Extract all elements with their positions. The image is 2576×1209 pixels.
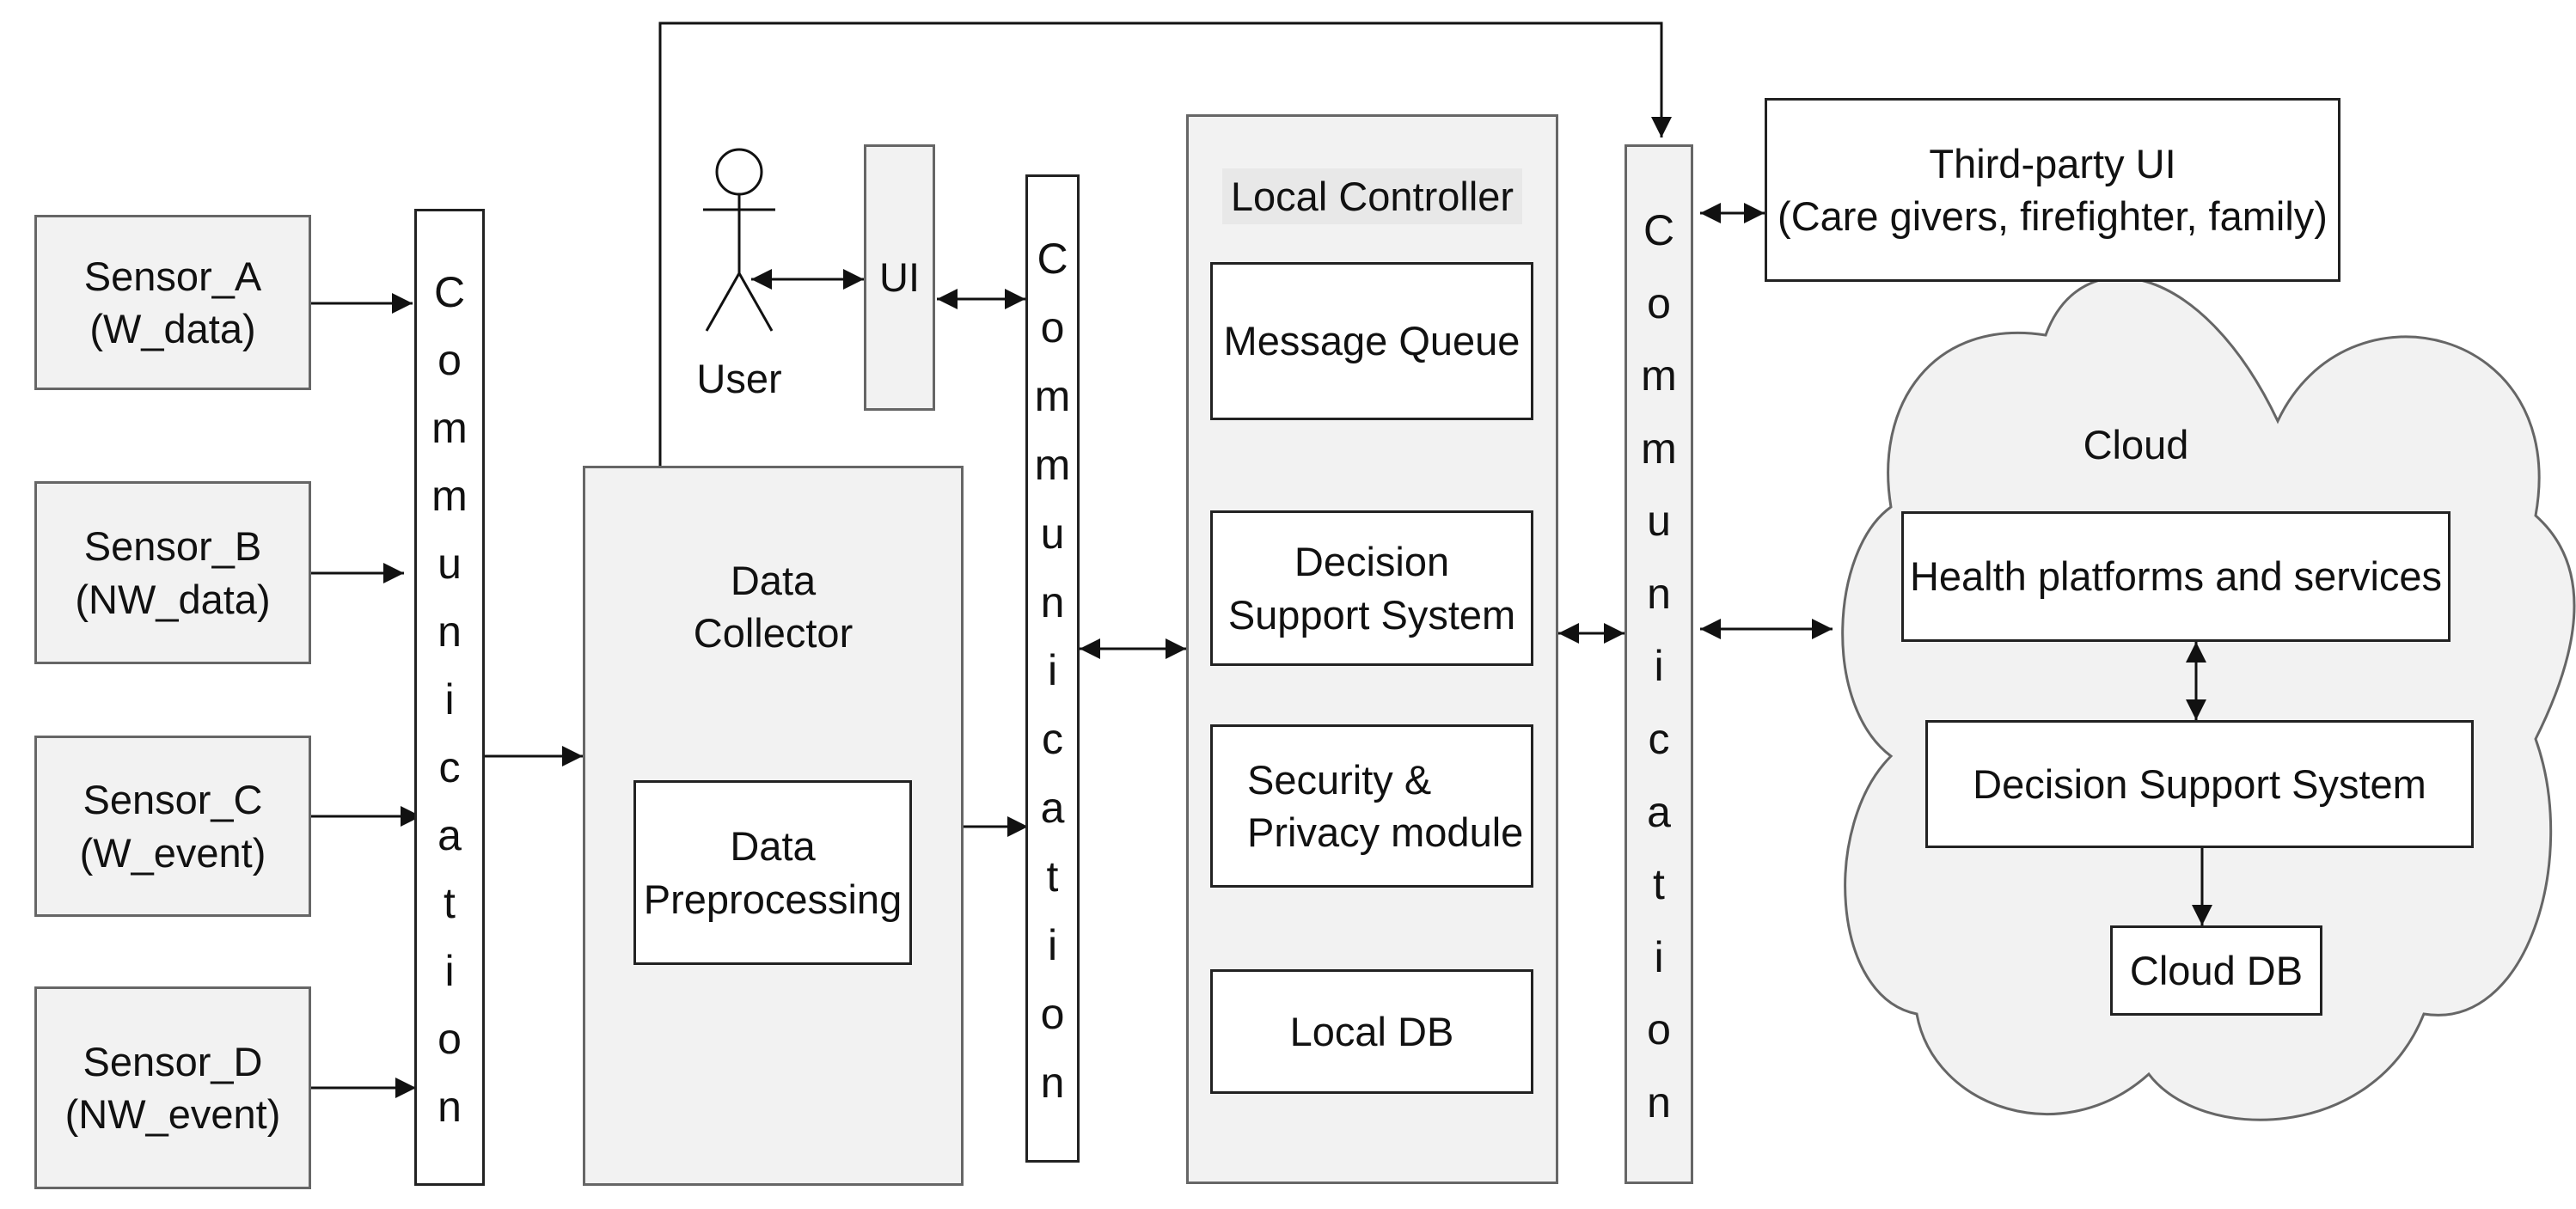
cloud-shape	[1841, 276, 2576, 1121]
message-queue-label: Message Queue	[1223, 318, 1521, 364]
third-party-ui-box: Third-party UI (Care givers, firefighter…	[1765, 98, 2340, 282]
communication-letter: m	[1641, 424, 1677, 473]
communication-letter: c	[1042, 715, 1063, 764]
communication-letter: t	[1653, 860, 1665, 909]
cloud-dss-box: Decision Support System	[1925, 720, 2474, 848]
sensor-c-name: Sensor_C	[83, 777, 263, 823]
communication-letter: m	[431, 404, 468, 453]
communication-letter: u	[1040, 509, 1065, 558]
communication-letter: n	[1040, 577, 1065, 626]
local-db-box: Local DB	[1210, 969, 1533, 1094]
sensor-b-box: Sensor_B (NW_data)	[34, 481, 311, 664]
sensor-b-name: Sensor_B	[83, 523, 262, 570]
communication-letter: i	[444, 675, 455, 724]
communication-letter: o	[1040, 302, 1065, 351]
communication-letter: o	[1040, 990, 1065, 1039]
communication-letter: i	[1047, 646, 1058, 695]
cloud-title: Cloud	[2083, 422, 2189, 467]
data-preprocessing-line-2: Preprocessing	[643, 876, 903, 922]
third-party-line-1: Third-party UI	[1929, 140, 2176, 186]
data-preprocessing-line-1: Data	[730, 823, 816, 870]
local-dss-line-2: Support System	[1227, 591, 1516, 638]
sensor-d-box: Sensor_D (NW_event)	[34, 986, 311, 1189]
sensor-c-type: (W_event)	[79, 829, 266, 876]
communication-letter: n	[1647, 569, 1671, 618]
data-collector-title-2: Collector	[693, 610, 854, 656]
security-line-2: Privacy module	[1247, 809, 1524, 855]
communication-letter: u	[1647, 497, 1671, 546]
user-icon	[703, 148, 775, 332]
communication-letter: C	[1643, 206, 1675, 255]
communication-letter: o	[1647, 278, 1671, 327]
cloud-db-box: Cloud DB	[2110, 925, 2322, 1016]
arrow-collector-comm3	[658, 21, 1672, 466]
sensor-d-name: Sensor_D	[83, 1038, 263, 1084]
communication-letter: o	[437, 1014, 462, 1063]
communication-letter: i	[1654, 642, 1664, 691]
communication-letter: i	[444, 946, 455, 995]
security-line-1: Security &	[1247, 756, 1432, 803]
security-privacy-box: Security & Privacy module	[1210, 724, 1533, 888]
communication-letter: i	[1654, 932, 1664, 981]
communication-letter: n	[437, 608, 462, 656]
third-party-line-2: (Care givers, firefighter, family)	[1778, 193, 2328, 239]
message-queue-box: Message Queue	[1210, 262, 1533, 420]
communication-letter: a	[1647, 787, 1671, 836]
communication-letter: t	[444, 878, 456, 927]
communication-letter: n	[1647, 1078, 1671, 1127]
communication-letter: u	[437, 540, 462, 589]
communication-letter: m	[1641, 351, 1677, 400]
sensor-d-type: (NW_event)	[64, 1091, 281, 1137]
local-controller-title: Local Controller	[1221, 168, 1523, 225]
ui-box: UI	[864, 144, 935, 411]
sensor-a-name: Sensor_A	[83, 253, 262, 299]
health-platforms-box: Health platforms and services	[1901, 511, 2451, 642]
communication-letter: n	[1040, 1059, 1065, 1108]
communication-letter: n	[437, 1082, 462, 1131]
ui-label: UI	[879, 254, 920, 301]
communication-letter: m	[431, 472, 468, 521]
data-collector-title-1: Data	[730, 558, 817, 603]
communication-letter: a	[1040, 784, 1065, 833]
health-platforms-label: Health platforms and services	[1909, 553, 2443, 600]
local-dss-line-1: Decision	[1294, 539, 1450, 585]
communication-letter: c	[438, 742, 461, 791]
communication-letter: i	[1047, 921, 1058, 970]
communication-letter: C	[433, 268, 466, 317]
sensor-a-box: Sensor_A (W_data)	[34, 215, 311, 390]
cloud-db-label: Cloud DB	[2129, 947, 2304, 993]
user-label: User	[696, 356, 782, 401]
sensor-c-box: Sensor_C (W_event)	[34, 736, 311, 917]
sensor-a-type: (W_data)	[89, 306, 256, 351]
communication-letter: o	[437, 336, 462, 385]
local-db-label: Local DB	[1289, 1008, 1454, 1054]
communication-letter: c	[1648, 714, 1670, 763]
communication-letter: a	[437, 810, 462, 859]
local-dss-box: Decision Support System	[1210, 510, 1533, 666]
communication-letter: t	[1046, 852, 1059, 901]
communication-letter: m	[1034, 440, 1071, 489]
communication-letter: C	[1037, 234, 1068, 283]
sensor-b-type: (NW_data)	[75, 576, 271, 622]
cloud-dss-label: Decision Support System	[1973, 760, 2426, 807]
communication-letter: o	[1647, 1005, 1671, 1054]
communication-letter: m	[1034, 371, 1071, 420]
data-preprocessing-box: Data Preprocessing	[633, 780, 912, 965]
